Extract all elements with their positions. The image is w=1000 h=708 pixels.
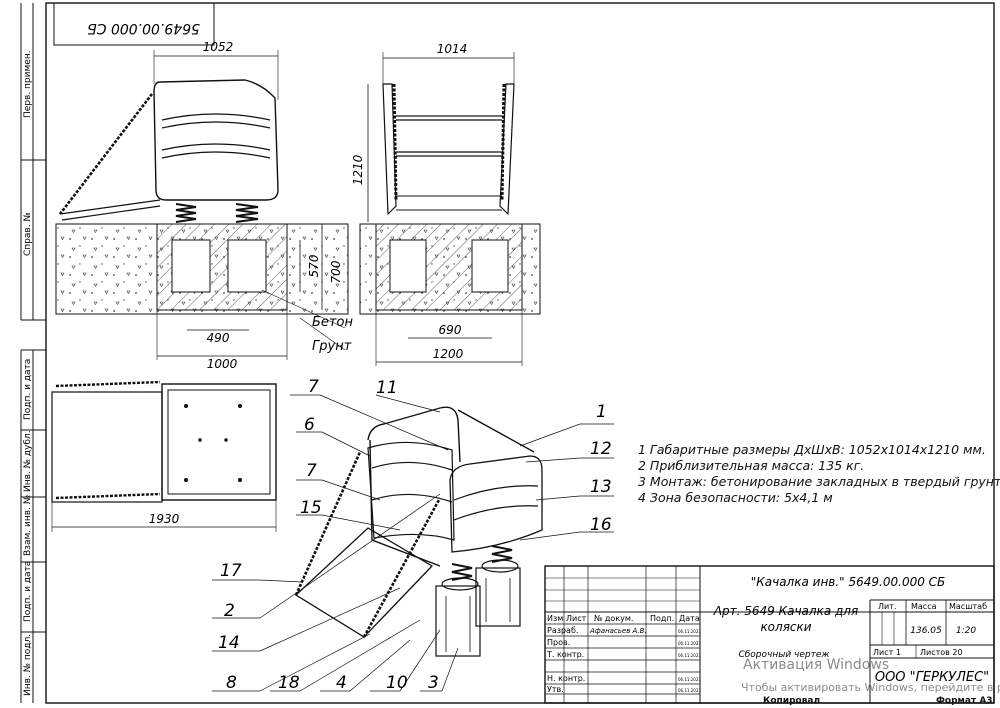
ramp-platform xyxy=(294,527,434,638)
watermark-line2: Чтобы активировать Windows, перейдите в … xyxy=(741,681,1000,694)
strip-podp-data-2: Подп. и дата xyxy=(23,561,33,622)
tb-title-2: коляски xyxy=(760,620,811,634)
tb-prov-label: Пров. xyxy=(547,638,570,647)
dim-490: 490 xyxy=(207,331,230,345)
strip-inv-dubl: Инв. № дубл. xyxy=(23,430,33,492)
callout-14: 14 xyxy=(218,633,240,653)
callout-10: 10 xyxy=(386,673,408,693)
tb-massa-label: Масса xyxy=(911,602,937,611)
title-block-lines xyxy=(544,565,995,704)
dim-690: 690 xyxy=(439,323,462,337)
tb-razrab-name: Афанасьев А.В. xyxy=(589,627,647,635)
dim-1000: 1000 xyxy=(207,357,238,371)
top-view xyxy=(51,380,277,532)
tb-massa-value: 136.05 xyxy=(910,626,942,636)
note-4: 4 Зона безопасности: 5х4,1 м xyxy=(638,490,833,505)
side-strip xyxy=(20,3,46,703)
callout-17: 17 xyxy=(220,561,242,581)
callout-6: 6 xyxy=(304,415,315,435)
tb-nkontr-label: Н. контр. xyxy=(547,674,585,683)
label-grunt: Грунт xyxy=(312,339,352,354)
watermark-line1: Активация Windows xyxy=(743,657,890,673)
callout-13: 13 xyxy=(590,477,612,497)
callout-4: 4 xyxy=(336,673,347,693)
callout-7-top: 7 xyxy=(308,377,319,397)
strip-inv-podl: Инв. № подл. xyxy=(23,634,33,696)
tb-masshtab-label: Масштаб xyxy=(949,602,987,611)
dim-1210: 1210 xyxy=(351,154,365,185)
tb-col-doc: № докум. xyxy=(594,614,633,623)
tb-lit-label: Лит. xyxy=(878,602,896,611)
dim-570: 570 xyxy=(307,254,321,277)
footer-kopiroval: Копировал xyxy=(763,696,821,706)
callout-12: 12 xyxy=(590,439,612,459)
tb-razrab-date: 06.11.2023 xyxy=(678,629,701,634)
tb-nkontr-date: 06.11.2023 xyxy=(678,677,701,682)
tb-col-data: Дата xyxy=(679,614,700,623)
spring-left xyxy=(175,203,197,223)
dim-1014: 1014 xyxy=(437,42,468,56)
tb-utv-label: Утв. xyxy=(547,685,564,694)
ramp-chain xyxy=(58,93,154,215)
tb-title-1: Арт. 5649 Качалка для xyxy=(713,604,858,618)
tb-col-podp: Подп. xyxy=(650,614,674,623)
tb-tkontr-date: 06.11.2023 xyxy=(678,653,701,658)
dim-1200: 1200 xyxy=(433,347,464,361)
tb-masshtab-value: 1:20 xyxy=(956,626,976,636)
spring-right xyxy=(235,203,259,223)
callout-15: 15 xyxy=(300,498,322,518)
footer-format: Формат А3 xyxy=(936,696,993,706)
callout-1: 1 xyxy=(596,402,607,422)
callout-11: 11 xyxy=(376,378,398,398)
callout-8: 8 xyxy=(226,673,237,693)
note-2: 2 Приблизительная масса: 135 кг. xyxy=(638,458,865,473)
tb-listov-label: Листов 20 xyxy=(920,648,963,657)
sheet-frame xyxy=(45,2,995,704)
dim-1052: 1052 xyxy=(203,40,234,54)
seat-panel xyxy=(153,79,279,201)
dim-700: 700 xyxy=(329,260,343,283)
tb-drawing-code: "Качалка инв." 5649.00.000 СБ xyxy=(751,575,946,589)
tb-utv-date: 06.11.2023 xyxy=(678,688,701,693)
tb-prov-date: 06.11.2023 xyxy=(678,641,701,646)
tb-tkontr-label: Т. контр. xyxy=(546,650,584,659)
tb-razrab-label: Разраб. xyxy=(547,626,578,635)
label-beton: Бетон xyxy=(312,315,353,330)
callout-7-mid: 7 xyxy=(306,461,317,481)
strip-podp-data-1: Подп. и дата xyxy=(23,359,33,420)
dim-1930: 1930 xyxy=(149,512,180,526)
callout-2: 2 xyxy=(224,601,235,621)
note-3: 3 Монтаж: бетонирование закладных в твер… xyxy=(638,474,1000,489)
callout-3: 3 xyxy=(428,673,439,693)
isometric-view xyxy=(294,406,543,657)
side-view xyxy=(359,52,541,366)
callout-18: 18 xyxy=(278,673,300,693)
strip-perv-primen: Перв. примен. xyxy=(23,50,33,118)
callout-leaders xyxy=(212,394,614,692)
tb-col-list: Лист xyxy=(566,614,587,623)
tb-list-label: Лист 1 xyxy=(873,648,901,657)
callout-16: 16 xyxy=(590,515,612,535)
strip-vzam-inv: Взам. инв. № xyxy=(23,495,33,556)
tb-company: ООО "ГЕРКУЛЕС" xyxy=(875,670,989,685)
front-view xyxy=(55,50,349,360)
tb-doc-type: Сборочный чертеж xyxy=(738,650,830,660)
stamp-code: 5649.00.000 СБ xyxy=(87,20,200,36)
note-1: 1 Габаритные размеры ДхШхВ: 1052х1014х12… xyxy=(638,442,986,457)
tb-col-izm: Изм xyxy=(547,614,563,623)
strip-sprav-no: Справ. № xyxy=(23,212,33,256)
